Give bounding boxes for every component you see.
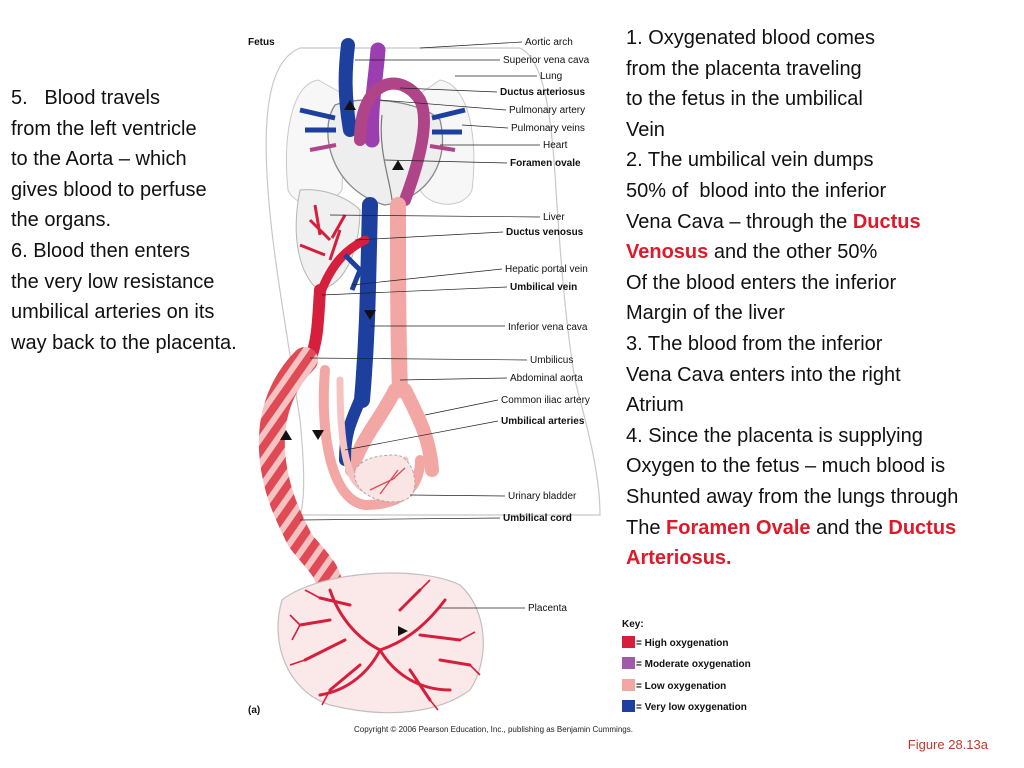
label-hepatic-portal-vein: Hepatic portal vein (505, 264, 588, 275)
flow-arrow-1 (344, 100, 356, 110)
key-label-moderate: = Moderate oxygenation (636, 659, 751, 670)
right-line-17-text-a: The (626, 516, 667, 539)
left-line-2: from the left ventricle (11, 117, 197, 140)
left-line-9: way back to the placenta. (11, 331, 237, 354)
label-placenta: Placenta (528, 603, 567, 614)
left-line-5: the organs. (11, 209, 112, 232)
right-line-17: The Foramen Ovale and the Ductus (626, 513, 958, 544)
left-line-7: the very low resistance (11, 270, 215, 293)
right-line-12: Vena Cava enters into the right (626, 363, 901, 386)
left-line-8: umbilical arteries on its (11, 301, 215, 324)
label-umbilical-vein: Umbilical vein (510, 282, 577, 293)
label-superior-vena-cava: Superior vena cava (503, 55, 590, 66)
flow-arrow-6 (398, 626, 408, 636)
key-title: Key: (622, 619, 644, 630)
highlight-foramen-ovale: Foramen Ovale (666, 516, 811, 539)
common-iliac-left (345, 383, 402, 477)
aortic-arch (354, 77, 431, 206)
placenta-fine-vessels (289, 579, 481, 711)
umbilical-cord (258, 347, 343, 603)
label-ductus-venosus: Ductus venosus (506, 227, 584, 238)
descending-aorta (390, 197, 408, 398)
anatomy-labels: Aortic arch Superior vena cava Lung Duct… (500, 37, 590, 614)
left-line-1: 5. Blood travels (11, 87, 160, 109)
key-swatch-high (622, 636, 635, 648)
label-foramen-ovale: Foramen ovale (510, 158, 581, 169)
highlight-venosus: Venosus (626, 241, 709, 264)
highlight-ductus: Ductus (852, 210, 921, 233)
hepatic-portal-vein (343, 253, 363, 291)
label-inferior-vena-cava: Inferior vena cava (508, 322, 588, 333)
right-line-8-text: and the other 50% (708, 241, 878, 264)
highlight-ductus-2: Ductus (888, 516, 957, 539)
flow-arrow-5 (280, 430, 292, 440)
right-line-4: Vein (626, 118, 665, 141)
key-swatch-moderate (622, 657, 635, 669)
flow-arrow-3 (364, 310, 376, 320)
common-iliac-right (398, 383, 439, 477)
key-label-high: = High oxygenation (636, 638, 729, 649)
label-lung: Lung (540, 71, 562, 82)
copyright-notice: Copyright © 2006 Pearson Education, Inc.… (354, 725, 633, 734)
heart-septum (380, 114, 393, 201)
right-line-17-text-b: and the (810, 516, 889, 539)
label-common-iliac-artery: Common iliac artery (501, 395, 590, 406)
placenta (277, 572, 484, 714)
right-line-13: Atrium (626, 394, 684, 417)
right-line-2: from the placenta traveling (626, 57, 862, 80)
key-swatch-very-low (622, 700, 635, 712)
highlight-arteriosus: Arteriosus. (626, 547, 732, 570)
superior-vena-cava (338, 38, 357, 137)
right-line-8: Venosus and the other 50% (626, 237, 958, 268)
panel-letter: (a) (248, 705, 260, 716)
right-line-10: Margin of the liver (626, 302, 785, 325)
label-pulmonary-veins: Pulmonary veins (511, 123, 585, 134)
label-umbilical-arteries: Umbilical arteries (501, 416, 585, 427)
key-swatch-low (622, 679, 635, 691)
label-liver: Liver (543, 212, 565, 223)
placenta-vessels (298, 588, 472, 702)
urinary-bladder (354, 454, 416, 503)
right-line-7-text: Vena Cava – through the (626, 210, 853, 233)
left-explanation: 5. Blood travels from the left ventricle… (11, 83, 237, 358)
right-line-1: 1. Oxygenated blood comes (626, 27, 876, 49)
right-line-7: Vena Cava – through the Ductus (626, 207, 958, 238)
label-pulmonary-artery: Pulmonary artery (509, 105, 585, 116)
label-urinary-bladder: Urinary bladder (508, 491, 577, 502)
label-heart: Heart (543, 140, 568, 151)
diagram-title: Fetus (248, 37, 275, 48)
left-line-4: gives blood to perfuse (11, 178, 207, 201)
color-key: Key: = High oxygenation = Moderate oxyge… (622, 619, 751, 713)
right-line-6: 50% of blood into the inferior (626, 179, 887, 202)
hepatic-branches (299, 204, 347, 261)
pulmonary-arteries-lung (309, 143, 456, 152)
inferior-vena-cava (354, 197, 378, 408)
left-line-3: to the Aorta – which (11, 148, 187, 171)
right-line-14: 4. Since the placenta is supplying (626, 424, 923, 447)
flow-arrow-2 (392, 160, 404, 170)
pulmonary-veins-left (299, 107, 336, 133)
right-line-15: Oxygen to the fetus – much blood is (626, 455, 946, 478)
key-label-low: = Low oxygenation (636, 681, 726, 692)
label-aortic-arch: Aortic arch (525, 37, 573, 48)
figure-reference: Figure 28.13a (907, 737, 988, 752)
right-line-11: 3. The blood from the inferior (626, 332, 883, 355)
label-abdominal-aorta: Abdominal aorta (510, 373, 583, 384)
label-umbilicus: Umbilicus (530, 355, 573, 366)
key-label-very-low: = Very low oxygenation (636, 702, 747, 713)
right-explanation: 1. Oxygenated blood comes from the place… (626, 23, 958, 574)
leader-lines (299, 41, 541, 609)
label-umbilical-cord: Umbilical cord (503, 513, 572, 524)
right-line-9: Of the blood enters the inferior (626, 271, 897, 294)
flow-arrow-4 (312, 430, 324, 440)
right-line-3: to the fetus in the umbilical (626, 88, 863, 111)
pulmonary-veins-right (431, 107, 466, 135)
left-line-6: 6. Blood then enters (11, 239, 191, 262)
right-line-5: 2. The umbilical vein dumps (626, 149, 874, 172)
bladder-vessels (369, 467, 406, 495)
right-line-16: Shunted away from the lungs through (626, 485, 959, 508)
label-ductus-arteriosus: Ductus arteriosus (500, 87, 585, 98)
